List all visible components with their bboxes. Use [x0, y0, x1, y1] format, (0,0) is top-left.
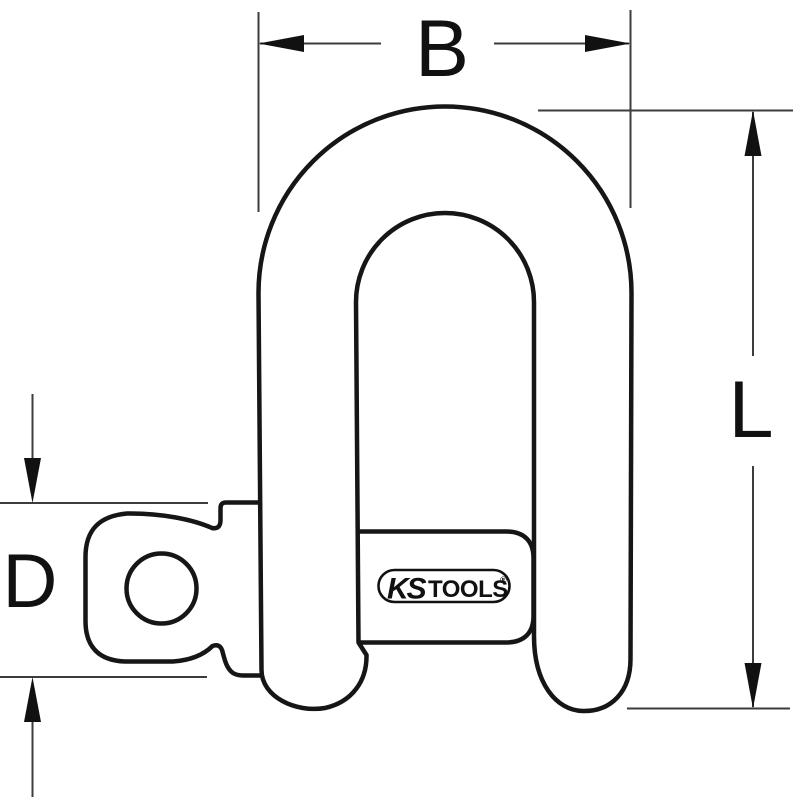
dimension-b: B [257, 4, 632, 212]
logo-brand-text: KS [387, 573, 427, 606]
b-arrow-left-icon [258, 35, 304, 52]
l-arrow-up-icon [744, 110, 762, 156]
d-dimension-label: D [3, 539, 58, 624]
brand-logo: KS TOOLS ® [377, 568, 511, 606]
logo-suffix-text: TOOLS [428, 576, 508, 603]
shackle-body [256, 104, 634, 714]
l-dimension-label: L [728, 365, 773, 455]
b-arrow-right-icon [585, 35, 631, 52]
d-arrow-down-icon [24, 458, 41, 503]
pin-eye-hole [124, 551, 199, 626]
dimension-l: L [538, 109, 793, 710]
d-arrow-up-icon [24, 677, 41, 722]
shackle-drawing [83, 104, 634, 714]
l-arrow-down-icon [744, 663, 762, 709]
logo-registered-mark: ® [500, 575, 507, 585]
b-dimension-label: B [415, 4, 469, 94]
dimension-d: D [0, 394, 208, 797]
logo-pill-outline [377, 568, 511, 604]
